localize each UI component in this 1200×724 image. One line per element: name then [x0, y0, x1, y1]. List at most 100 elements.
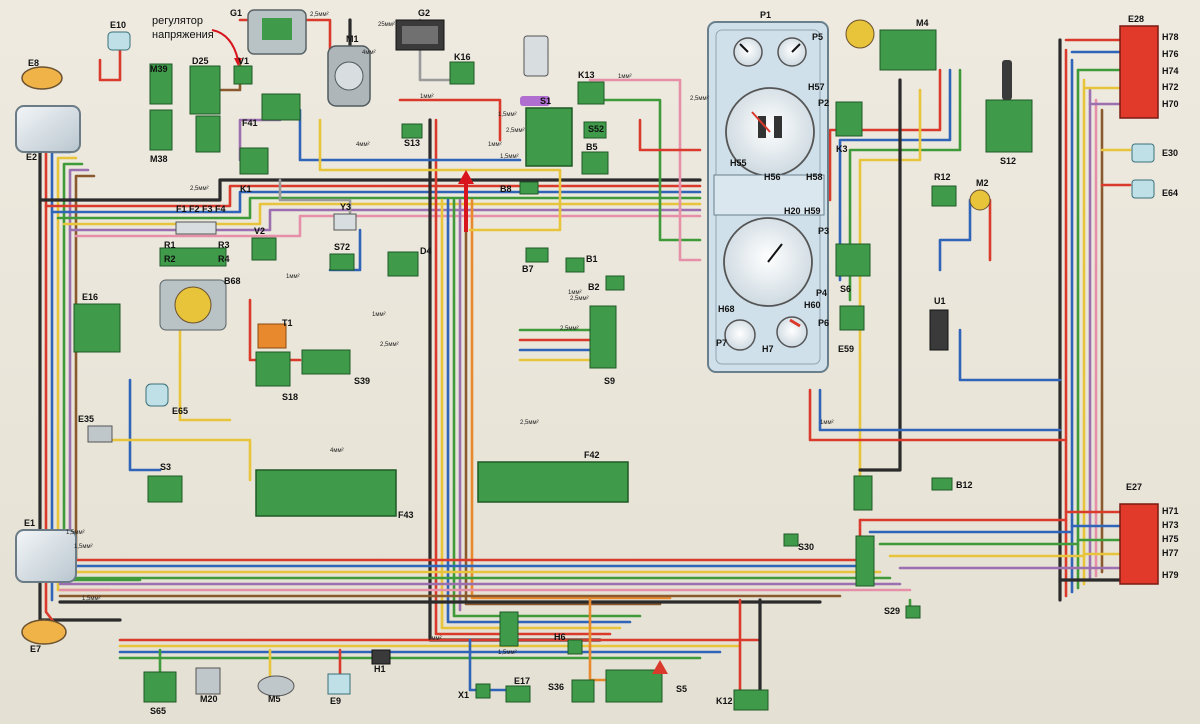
wire	[818, 388, 1062, 432]
component-label: H68	[718, 304, 735, 314]
wire-gauge-note: 1,5мм²	[74, 544, 93, 550]
wire	[62, 162, 142, 582]
wire	[278, 178, 352, 222]
component-label: S36	[548, 682, 564, 692]
component-label: H76	[1162, 49, 1179, 59]
wire	[68, 208, 702, 232]
component-label: H55	[730, 158, 747, 168]
component-label: R4	[218, 254, 230, 264]
component-labels: E10E8E2E1E7E35E16E65G1V1M1G2K16S1S13K13S…	[24, 8, 1179, 716]
headlamp-e2	[15, 105, 81, 153]
wire-gauge-note: 2,5мм²	[310, 12, 329, 18]
wire	[62, 202, 702, 226]
wire-gauge-note: 4мм²	[362, 50, 376, 56]
component-label: E2	[26, 152, 37, 162]
component-label: R3	[218, 240, 230, 250]
component-label: F1 F2 F3 F4	[176, 204, 226, 214]
component-label: M39	[150, 64, 168, 74]
annotation-arrow-head	[234, 58, 242, 66]
component-label: P4	[816, 288, 827, 298]
component-label: S3	[160, 462, 171, 472]
component-label: B12	[956, 480, 973, 490]
component-label: K12	[716, 696, 733, 706]
wire-harness	[38, 18, 1132, 692]
wire-gauge-notes: 2,5мм²1,5мм²1,5мм²25мм²4мм²2,5мм²1мм²4мм…	[66, 12, 834, 656]
component-label: E1	[24, 518, 35, 528]
wire-gauge-note: 2,5мм²	[560, 326, 579, 332]
component-label: H71	[1162, 506, 1179, 516]
component-label: E16	[82, 292, 98, 302]
headlamp-e1	[15, 529, 77, 583]
component-label: G1	[230, 8, 242, 18]
component-label: H7	[762, 344, 774, 354]
wire	[464, 198, 662, 606]
wire	[98, 38, 122, 82]
wire	[638, 118, 702, 152]
component-label: H57	[808, 82, 825, 92]
component-label: E59	[838, 344, 854, 354]
component-label: D25	[192, 56, 209, 66]
component-label: M5	[268, 694, 281, 704]
component-label: E9	[330, 696, 341, 706]
wire-gauge-note: 4мм²	[356, 142, 370, 148]
component-label: H20	[784, 206, 801, 216]
wire-gauge-note: 2,5мм²	[506, 128, 525, 134]
component-label: H73	[1162, 520, 1179, 530]
component-label: H79	[1162, 570, 1179, 580]
wire	[68, 168, 90, 572]
wire	[128, 378, 162, 472]
wire	[828, 68, 942, 202]
wire	[588, 78, 702, 262]
wire	[434, 118, 612, 636]
wire	[74, 174, 96, 562]
wire-gauge-note: 2,5мм²	[190, 186, 209, 192]
component-label: X1	[458, 690, 469, 700]
component-label: K16	[454, 52, 471, 62]
component-label: R12	[934, 172, 951, 182]
wire-gauge-note: 1мм²	[286, 274, 300, 280]
component-label: M4	[916, 18, 929, 28]
component-label: E8	[28, 58, 39, 68]
component-label: R1	[164, 240, 176, 250]
component-label: H77	[1162, 548, 1179, 558]
component-label: F42	[584, 450, 600, 460]
component-label: K3	[836, 144, 848, 154]
component-label: M1	[346, 34, 359, 44]
component-label: S13	[404, 138, 420, 148]
wire-gauge-note: 1,5мм²	[82, 596, 101, 602]
fog-lamp-e7	[21, 619, 67, 645]
wire-gauge-note: 2,5мм²	[380, 342, 399, 348]
component-label: S12	[1000, 156, 1016, 166]
component-label: B2	[588, 282, 600, 292]
component-label: S72	[334, 242, 350, 252]
wire	[178, 288, 232, 422]
component-label: M38	[150, 154, 168, 164]
wire-gauge-note: 1,5мм²	[498, 650, 517, 656]
fog-lamp-e8	[21, 66, 63, 90]
component-label: F43	[398, 510, 414, 520]
ignition-switch-s1	[525, 107, 573, 167]
component-label: V2	[254, 226, 265, 236]
wire	[468, 638, 522, 692]
wire-gauge-note: 1мм²	[420, 94, 434, 100]
component-label: H1	[374, 664, 386, 674]
component-label: T1	[282, 318, 293, 328]
wire-gauge-note: 1,5мм²	[66, 530, 85, 536]
wire	[74, 214, 702, 238]
wire-gauge-note: 1,5мм²	[500, 154, 519, 160]
component-label: E64	[1162, 188, 1178, 198]
component-label: H56	[764, 172, 781, 182]
components	[15, 9, 1159, 711]
annotation-line1: регулятор	[152, 15, 203, 27]
component-label: E30	[1162, 148, 1178, 158]
component-label: S30	[798, 542, 814, 552]
component-label: S65	[150, 706, 166, 716]
wire	[398, 98, 502, 142]
component-label: G2	[418, 8, 430, 18]
wire	[838, 68, 952, 282]
component-label: E65	[172, 406, 188, 416]
red-arrow-head	[458, 170, 474, 184]
wire-gauge-note: 1мм²	[428, 636, 442, 642]
wire	[808, 388, 1068, 442]
